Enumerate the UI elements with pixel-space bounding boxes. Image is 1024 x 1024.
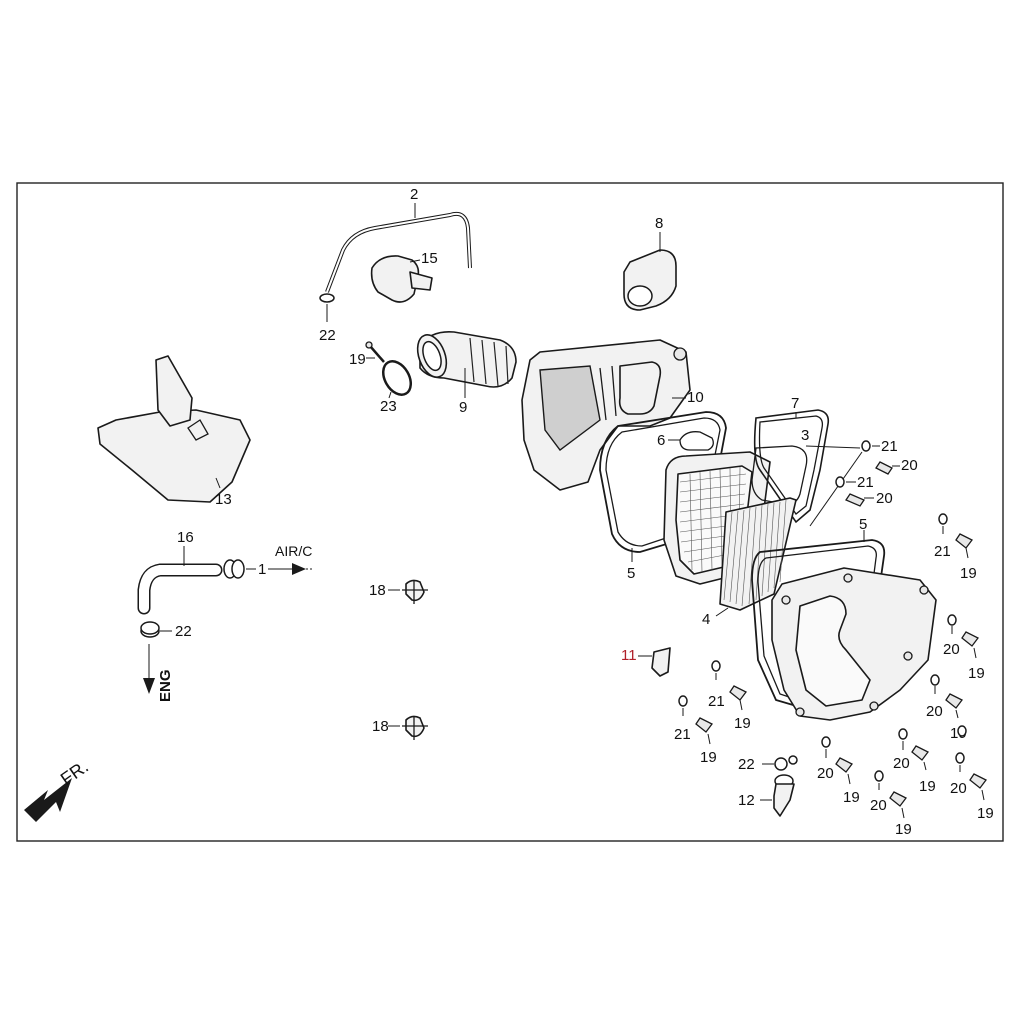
label-19-j: 19 [895, 821, 912, 838]
part-19-bolt-f [695, 717, 713, 745]
part-18-clip-upper [388, 579, 428, 604]
part-20-bolt-f [898, 728, 908, 750]
eng-direction-arrow [143, 644, 155, 694]
label-16: 16 [177, 529, 194, 546]
label-11: 11 [621, 647, 637, 664]
part-7-seal [753, 409, 830, 524]
label-20-d: 20 [926, 703, 943, 720]
part-20-bolt-g [957, 725, 967, 737]
label-12: 12 [738, 792, 755, 809]
part-21-washer-b [835, 476, 856, 488]
part-21-washer-e [678, 695, 688, 716]
label-21-e: 21 [674, 726, 691, 743]
label-9: 9 [459, 399, 467, 416]
part-22-ring-drain [762, 755, 798, 771]
part-11-insert [638, 647, 671, 677]
label-20-a: 20 [901, 457, 918, 474]
label-19-b: 19 [960, 565, 977, 582]
part-9-intake-duct [416, 330, 517, 398]
label-4: 4 [702, 611, 710, 628]
label-19-clamp: 19 [349, 351, 366, 368]
diagram-frame [16, 182, 1004, 842]
part-20-bolt-c [947, 614, 957, 634]
part-6-inner-cover [668, 431, 714, 451]
label-5-right: 5 [859, 516, 867, 533]
label-19-h: 19 [919, 778, 936, 795]
air-box-cover [771, 567, 937, 721]
part-19-bolt-c [961, 631, 979, 659]
label-13: 13 [215, 491, 232, 508]
label-20-f: 20 [893, 755, 910, 772]
part-22-ring-top [319, 293, 335, 322]
part-8-inlet-connector [623, 232, 677, 311]
part-2-breather-tube [325, 203, 472, 293]
label-20-g: 20 [950, 780, 967, 797]
label-1: 1 [258, 561, 266, 578]
label-20-h: 20 [870, 797, 887, 814]
label-6: 6 [657, 432, 665, 449]
label-21-d: 21 [708, 693, 725, 710]
part-21-washer-d [711, 660, 721, 680]
label-21-c: 21 [934, 543, 951, 560]
part-20-bolt-d [930, 674, 940, 694]
part-21-washer-c [938, 513, 948, 534]
label-20-e: 20 [817, 765, 834, 782]
part-15-bracket [370, 255, 433, 303]
part-19-screw-clamp [365, 341, 385, 363]
label-7: 7 [791, 395, 799, 412]
front-direction-arrow [24, 778, 72, 822]
eng-label: ENG [157, 669, 174, 702]
label-19-g: 19 [843, 789, 860, 806]
front-label: FR. [57, 756, 92, 789]
part-13-shield [97, 355, 251, 503]
part-19-bolt-b [955, 533, 973, 559]
part-23-hose-clamp [382, 360, 412, 399]
label-19-c: 19 [968, 665, 985, 682]
part-20-bolt-h [955, 752, 965, 772]
label-19-e: 19 [734, 715, 751, 732]
part-20-bolt-b [845, 493, 874, 507]
label-8: 8 [655, 215, 663, 232]
label-18-upper: 18 [369, 582, 386, 599]
part-12-drain [760, 774, 795, 817]
part-20-bolt-e [821, 736, 831, 758]
part-21-washer-a [861, 440, 880, 452]
label-23: 23 [380, 398, 397, 415]
part-1-ring [223, 559, 256, 579]
part-19-bolt-h [911, 745, 929, 771]
label-5-left: 5 [627, 565, 635, 582]
part-20-bolt-a [875, 461, 900, 475]
part-10-air-box-housing [521, 339, 691, 491]
part-5-gasket-left [599, 411, 727, 562]
label-3: 3 [801, 427, 809, 444]
part-19-bolt-g [835, 757, 853, 785]
label-21-a: 21 [881, 438, 898, 455]
label-10: 10 [687, 389, 704, 406]
part-18-clip-lower [388, 715, 428, 740]
part-22-ring-left [140, 621, 172, 638]
label-22-top: 22 [319, 327, 336, 344]
part-19-bolt-d [945, 693, 963, 719]
label-22-drain: 22 [738, 756, 755, 773]
air-c-label: AIR/C [275, 543, 312, 559]
part-19-bolt-i [969, 773, 987, 801]
part-19-bolt-j [889, 791, 907, 819]
label-18-lower: 18 [372, 718, 389, 735]
label-22-left: 22 [175, 623, 192, 640]
label-19-i: 19 [977, 805, 994, 822]
air-c-direction-arrow [268, 563, 314, 575]
part-20-bolt-i [874, 770, 884, 790]
label-20-c: 20 [943, 641, 960, 658]
label-19-f: 19 [700, 749, 717, 766]
label-2: 2 [410, 186, 418, 203]
label-15: 15 [421, 250, 438, 267]
part-19-bolt-e [729, 685, 747, 711]
part-16-hose [137, 546, 223, 615]
label-21-b: 21 [857, 474, 874, 491]
label-20-b: 20 [876, 490, 893, 507]
